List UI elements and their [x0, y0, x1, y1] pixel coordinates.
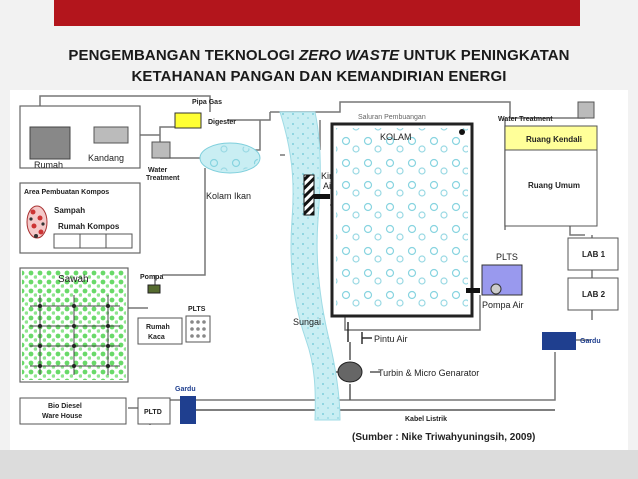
rumah-kompos-cell-2	[79, 233, 107, 249]
lab1-label: LAB 1	[582, 250, 606, 259]
plts-label: PLTS	[496, 252, 518, 262]
digester-shape	[174, 112, 202, 129]
kolam-label: KOLAM	[380, 132, 412, 142]
kincir-label-2: Air	[323, 181, 334, 191]
sawah-nodes	[38, 304, 110, 368]
kandang-shape	[93, 126, 129, 144]
sungai-label: Sungai	[293, 317, 321, 327]
pompa-air-pipe	[466, 288, 480, 293]
bio-diesel-label-1: Bio Diesel	[48, 403, 82, 410]
water-treatment-right-shape	[577, 101, 595, 119]
kabel-listrik-line	[196, 342, 555, 411]
kincir-air-shaft	[314, 194, 330, 199]
rumah-kaca-label-2: Kaca	[148, 334, 165, 341]
sampah-label: Sampah	[54, 206, 85, 215]
plts-small-cells	[190, 320, 206, 338]
pipa-gas-label: Pipa Gas	[192, 99, 222, 106]
plts-small-label: PLTS	[188, 306, 206, 313]
header-red-bar	[54, 0, 580, 26]
rumah-kompos-label: Rumah Kompos	[58, 222, 120, 231]
lab1-box	[567, 237, 619, 271]
kolam-ikan-texture	[202, 145, 258, 171]
area-kompos-label: Area Pembuatan Kompos	[24, 189, 109, 196]
rumah-label: Rumah	[34, 160, 63, 170]
gardu-left-shape	[180, 396, 196, 424]
title-emphasis: ZERO WASTE	[299, 47, 400, 64]
turbin-label: Turbin & Micro Genarator	[378, 368, 479, 378]
kolam-outlet-dot	[459, 129, 465, 135]
slide-bottom-band	[0, 450, 638, 479]
pltd-label: PLTD	[144, 409, 162, 416]
ruang-umum-label: Ruang Umum	[528, 181, 580, 190]
rumah-kaca-label-1: Rumah	[146, 324, 170, 331]
bio-diesel-label-2: Ware House	[42, 413, 82, 420]
gardu-right-shape	[542, 332, 576, 350]
pompa-air-shape	[490, 283, 502, 295]
rumah-kompos-cell-3	[105, 233, 133, 249]
gardu-right-label: Gardu	[580, 338, 601, 345]
gardu-left-label: Gardu	[175, 386, 196, 393]
source-citation: (Sumber : Nike Triwahyuningsih, 2009)	[352, 432, 536, 443]
water-treatment-left-label-1: Water	[148, 167, 167, 174]
title-part-b: UNTUK PENINGKATAN	[399, 47, 570, 64]
rumah-kaca-box	[137, 317, 183, 345]
title-line-1: PENGEMBANGAN TEKNOLOGI ZERO WASTE UNTUK …	[0, 47, 638, 64]
water-treatment-left-label-2: Treatment	[146, 175, 180, 182]
water-treatment-right-label: Water Treatment	[498, 116, 553, 123]
title-line-2: KETAHANAN PANGAN DAN KEMANDIRIAN ENERGI	[131, 68, 507, 85]
lab2-label: LAB 2	[582, 290, 606, 299]
saluran-label: Saluran Pembuangan	[358, 114, 426, 121]
pintu-air-shape	[347, 322, 372, 344]
sawah-label: Sawah	[58, 274, 89, 285]
kolam-texture	[336, 128, 468, 312]
bio-diesel-box	[19, 397, 127, 425]
rumah-kompos-cell-1	[53, 233, 81, 249]
water-treatment-left-shape	[151, 141, 171, 159]
kabel-listrik-label: Kabel Listrik	[405, 416, 447, 423]
pltd-box	[137, 397, 171, 425]
kincir-air-shape	[303, 174, 315, 216]
kandang-label: Kandang	[88, 153, 124, 163]
pompa-label: Pompa	[140, 274, 163, 281]
plts-panel	[481, 264, 523, 296]
zero-waste-diagram: Rumah Kandang Water Treatment Pipa Gas D…	[10, 90, 628, 450]
sungai-river	[279, 111, 341, 421]
kolam-ikan-label: Kolam Ikan	[206, 191, 251, 201]
digester-label: Digester	[208, 119, 236, 126]
sampah-pile	[26, 205, 48, 239]
pompa-air-label: Pompa Air	[482, 300, 524, 310]
turbin-shape	[337, 361, 363, 383]
pompa-shape	[147, 284, 161, 294]
ruang-kendali-shape	[504, 125, 598, 151]
rumah-shape	[29, 126, 71, 160]
lab2-box	[567, 277, 619, 311]
ruang-kendali-label: Ruang Kendali	[526, 135, 582, 144]
pintu-air-label: Pintu Air	[374, 334, 408, 344]
title-part-a: PENGEMBANGAN TEKNOLOGI	[68, 47, 300, 64]
